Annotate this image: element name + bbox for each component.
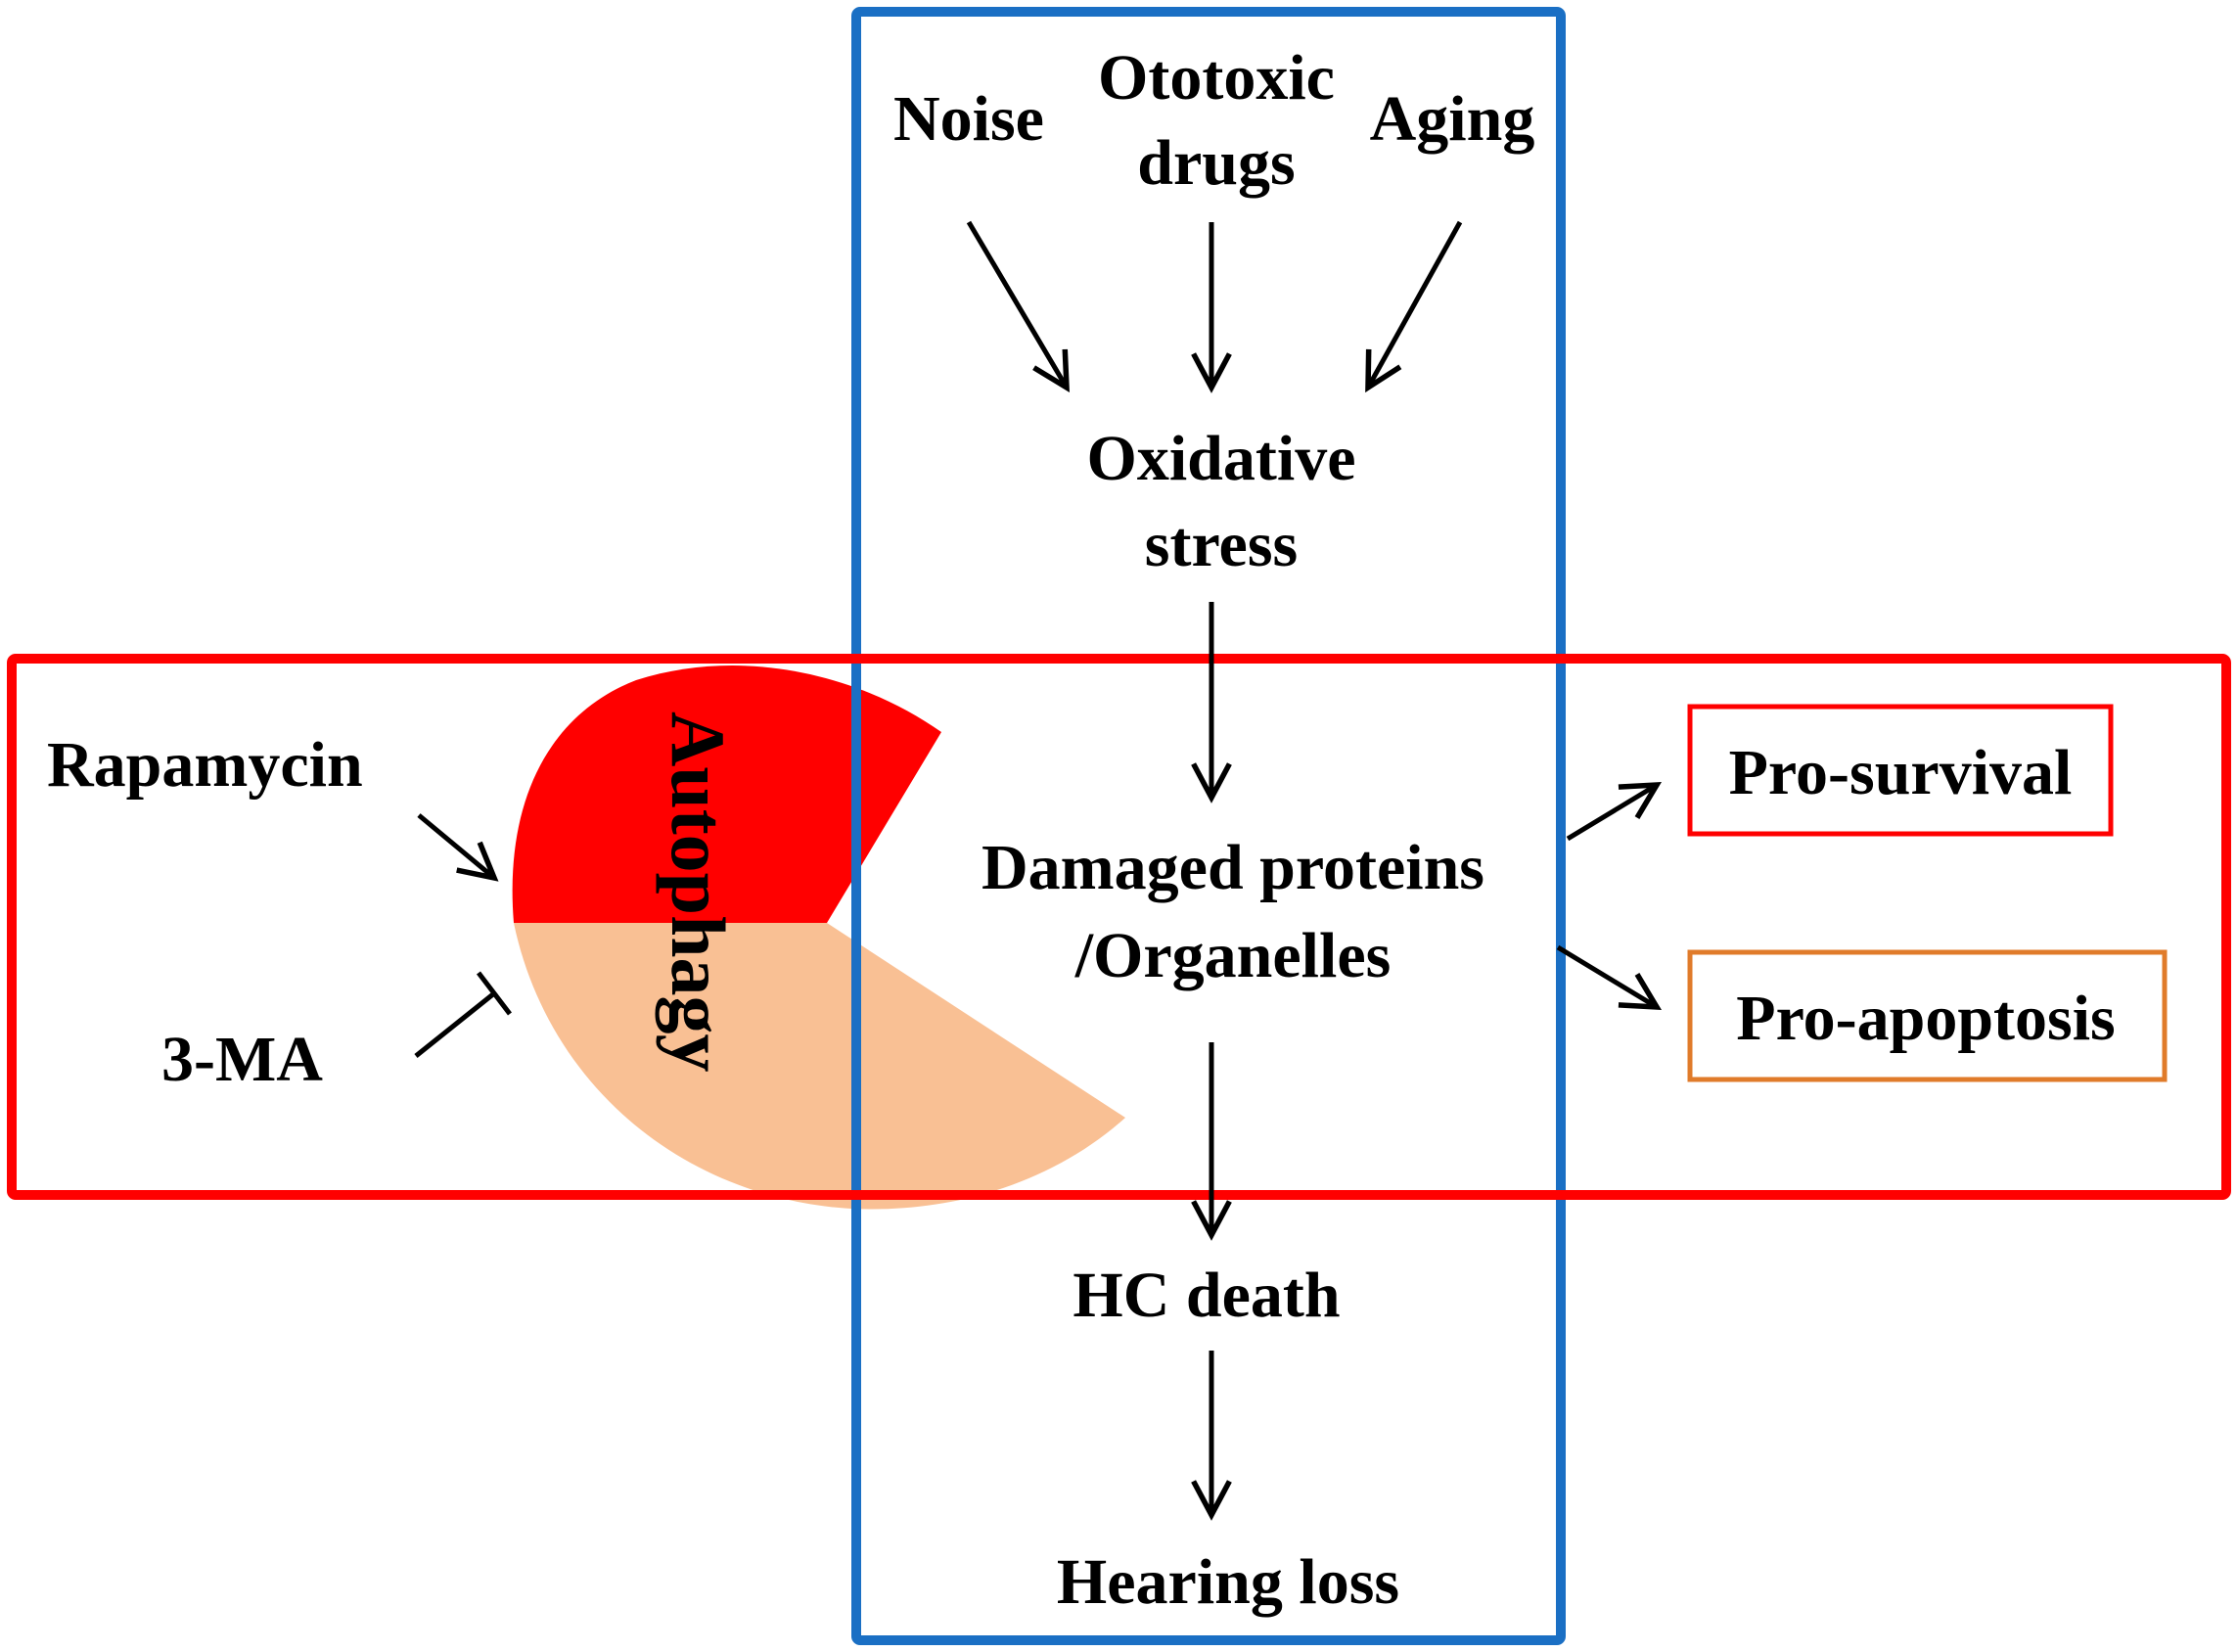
autophagy-shape bbox=[512, 665, 1125, 1210]
to-pro-survival-arrow bbox=[1566, 781, 1663, 842]
noise-arrow bbox=[966, 220, 1070, 393]
three-ma-label: 3-MA bbox=[161, 1024, 323, 1095]
autophagy-shape-bottom bbox=[514, 923, 1125, 1210]
ototoxic-drugs-label-line1: Ototoxic bbox=[1098, 42, 1335, 114]
pro-apoptosis-box: Pro-apoptosis bbox=[1687, 949, 2168, 1082]
vertical-pathway-frame bbox=[851, 7, 1566, 1645]
pro-survival-label: Pro-survival bbox=[1729, 737, 2073, 808]
autophagy-label: Autophagy bbox=[656, 711, 741, 1072]
hc-death-label: HC death bbox=[1073, 1260, 1340, 1331]
oxidative-stress-label-line2: stress bbox=[1145, 509, 1298, 580]
aging-arrow bbox=[1365, 220, 1463, 393]
oxidative-stress-label-line1: Oxidative bbox=[1087, 423, 1356, 494]
ototoxic-drugs-label-line2: drugs bbox=[1137, 127, 1295, 199]
damaged-proteins-label-line1: Damaged proteins bbox=[982, 832, 1484, 903]
pro-apoptosis-label: Pro-apoptosis bbox=[1736, 983, 2116, 1054]
damaged-proteins-label-line2: /Organelles bbox=[1074, 920, 1392, 991]
rapamycin-label: Rapamycin bbox=[47, 729, 363, 801]
noise-label: Noise bbox=[893, 83, 1044, 155]
to-pro-apoptosis-arrow bbox=[1556, 944, 1663, 1011]
autophagy-shape-top bbox=[512, 665, 941, 923]
aging-label: Aging bbox=[1370, 83, 1535, 155]
hearing-loss-label: Hearing loss bbox=[1057, 1546, 1399, 1618]
three-ma-inhibition-line bbox=[414, 971, 512, 1058]
pro-survival-box: Pro-survival bbox=[1687, 704, 2114, 837]
rapamycin-activation-arrow bbox=[417, 813, 499, 882]
autophagy-frame bbox=[7, 654, 2231, 1200]
